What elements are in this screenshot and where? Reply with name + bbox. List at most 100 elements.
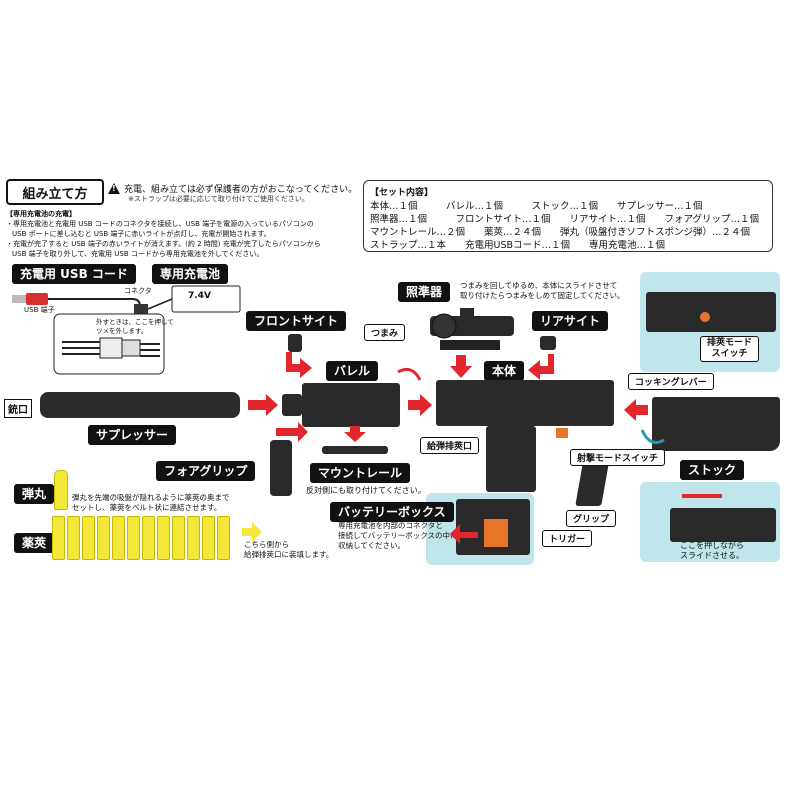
unlatch-note-line: 外すときは、ここを押して (96, 318, 174, 326)
mount-rail-label: マウントレール (310, 463, 411, 483)
strap-note: ※ストラップは必要に応じて取り付けてご使用ください。 (128, 195, 309, 203)
eject-mode-line: 排莢モード (707, 338, 753, 348)
bullet-icon (54, 470, 68, 510)
shell-icon (202, 516, 215, 560)
arrow-rear-sight-icon (528, 354, 554, 380)
scope-note: つまみを回してゆるめ、本体にスライドさせて 取り付けたらつまみをしめて固定してく… (460, 281, 625, 301)
grip-label: グリップ (566, 510, 617, 527)
barrel-label: バレル (326, 361, 379, 381)
front-sight-part (288, 334, 302, 352)
battery-box-note-line: 収納してください。 (338, 541, 406, 550)
battery-label: 専用充電池 (152, 264, 229, 284)
stock-note: ここを押しながら スライドさせる。 (680, 541, 744, 561)
rear-sight-label: リアサイト (532, 311, 609, 331)
shell-icon (217, 516, 230, 560)
shell-label: 薬莢 (14, 533, 55, 553)
battery-box-icon (484, 519, 508, 547)
battery-voltage: 7.4V (188, 291, 211, 301)
set-contents-title: 【セット内容】 (370, 188, 434, 198)
fire-mode-switch-icon (556, 428, 568, 438)
charging-line: USB ポートに差し込むと USB 端子に赤いライトが点灯し、充電が開始されます… (12, 230, 271, 238)
battery-box-label: バッテリーボックス (330, 502, 454, 522)
magazine-well (486, 426, 536, 492)
eject-mode-inset: 排莢モード スイッチ (640, 272, 780, 372)
warning-text: 充電、組み立ては必ず保護者の方がおこなってください。 (124, 185, 358, 195)
suppressor-label: サプレッサー (88, 425, 177, 445)
eject-mode-switch-icon (700, 312, 710, 322)
arrow-load-icon (242, 522, 262, 542)
arrow-barrel-icon (408, 394, 432, 416)
cocking-lever-label: コッキングレバー (628, 373, 714, 390)
shell-icon (97, 516, 110, 560)
set-contents-row: ストラップ…１本 充電用USBコード…１個 専用充電池…１個 (370, 240, 666, 251)
bullet-note-line: セットし、薬莢をベルト状に連結させます。 (72, 503, 222, 512)
shell-icon (157, 516, 170, 560)
fore-grip-label: フォアグリップ (156, 461, 256, 481)
charging-instructions: 【専用充電池の充電】 ・専用充電池と充電用 USB コードのコネクタを接続し、U… (6, 209, 351, 259)
stock-part (652, 397, 780, 451)
scope-note-line: つまみを回してゆるめ、本体にスライドさせて (460, 281, 618, 290)
connector-label: コネクタ (124, 287, 152, 295)
battery-box-note-line: 接続してバッテリーボックスの中に (338, 531, 458, 540)
arrow-suppressor-icon (248, 394, 278, 416)
eject-mode-switch-label: 排莢モード スイッチ (700, 336, 760, 362)
warning: 充電、組み立ては必ず保護者の方がおこなってください。 (108, 182, 357, 195)
arrow-stock-icon (624, 399, 648, 421)
charging-heading: 【専用充電池の充電】 (6, 210, 76, 218)
arrow-mount-rail-icon (344, 426, 366, 442)
mount-rail-part (322, 446, 388, 454)
load-note-line: こちら側から (244, 540, 289, 549)
shell-icon (127, 516, 140, 560)
rear-sight-part (540, 336, 556, 350)
battery-box-note: 専用充電池を内部のコネクタと 接続してバッテリーボックスの中に 収納してください… (338, 521, 458, 551)
front-sight-label: フロントサイト (246, 311, 347, 331)
charging-line: ・充電が完了すると USB 端子の赤いライトが消えます。(約 2 時間) 充電が… (6, 240, 321, 248)
stock-note-line: ここを押しながら (680, 541, 744, 550)
body-upper (436, 380, 614, 426)
charging-line: ・専用充電池と充電用 USB コードのコネクタを接続し、USB 端子を電源の入っ… (6, 220, 314, 228)
suppressor-part (40, 392, 240, 418)
bullet-note: 弾丸を先端の吸盤が隠れるように薬莢の奥まで セットし、薬莢をベルト状に連結させま… (72, 493, 230, 513)
connector-icon (134, 304, 148, 314)
charging-line: USB 端子を取り外して、充電用 USB コードから専用充電池を外してください。 (12, 250, 264, 258)
page-title: 組み立て方 (6, 179, 104, 205)
usb-cord-illustration (12, 285, 241, 375)
load-note: こちら側から 給弾排莢口に装填します。 (244, 540, 333, 560)
body-label: 本体 (484, 361, 525, 381)
barrel-tip (282, 394, 302, 416)
usb-terminal-icon (26, 293, 48, 305)
unlatch-note: 外すときは、ここを押して ツメを外します。 (96, 318, 174, 336)
shell-icon (67, 516, 80, 560)
unlatch-note-line: ツメを外します。 (96, 327, 148, 335)
bullet-label: 弾丸 (14, 484, 55, 504)
knob-label: つまみ (364, 324, 406, 341)
set-contents-row: マウントレール…２個 薬莢…２４個 弾丸（吸盤付きソフトスポンジ弾）…２４個 (370, 227, 751, 238)
set-contents-row: 本体…１個 バレル…１個 ストック…１個 サプレッサー…１個 (370, 201, 703, 212)
warning-icon (108, 183, 120, 194)
muzzle-label: 銃口 (4, 399, 32, 418)
barrel-part (302, 383, 400, 427)
usb-cord-label: 充電用 USB コード (12, 264, 136, 284)
shell-icon (142, 516, 155, 560)
shell-icon (187, 516, 200, 560)
shell-icon (112, 516, 125, 560)
load-note-line: 給弾排莢口に装填します。 (244, 550, 334, 559)
eject-mode-line: スイッチ (711, 349, 748, 359)
mount-rail-note: 反対側にも取り付けてください。 (306, 486, 426, 495)
stock-slide-inset (640, 482, 780, 562)
fire-mode-switch-label: 射撃モードスイッチ (570, 449, 666, 466)
usb-terminal-label: USB 端子 (24, 306, 55, 314)
fore-grip-part (270, 440, 292, 496)
set-contents-box: 【セット内容】 本体…１個 バレル…１個 ストック…１個 サプレッサー…１個 照… (363, 180, 773, 252)
trigger-icon (550, 442, 560, 462)
shell-icon (82, 516, 95, 560)
stock-label: ストック (680, 460, 745, 480)
bullet-note-line: 弾丸を先端の吸盤が隠れるように薬莢の奥まで (72, 493, 230, 502)
battery-box-note-line: 専用充電池を内部のコネクタと (338, 521, 443, 530)
slide-arrow-icon (682, 494, 722, 498)
stock-note-line: スライドさせる。 (680, 551, 744, 560)
scope-label: 照準器 (398, 282, 451, 302)
shell-icon (172, 516, 185, 560)
trigger-label: トリガー (542, 530, 593, 547)
set-contents-row: 照準器…１個 フロントサイト…１個 リアサイト…１個 フォアグリップ…１個 (370, 214, 760, 225)
